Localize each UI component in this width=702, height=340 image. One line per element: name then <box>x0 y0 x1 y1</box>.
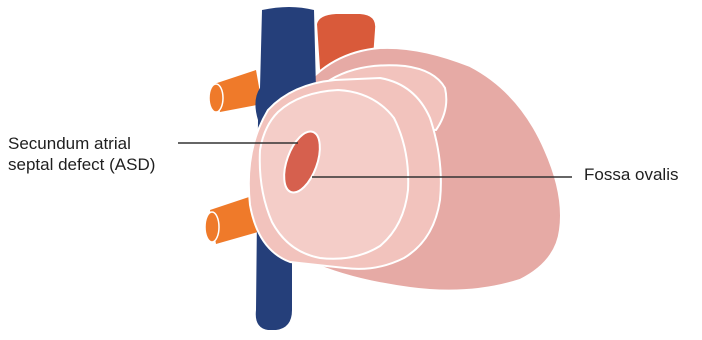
asd-label-line-1: Secundum atrial <box>8 134 131 153</box>
fossa-ovalis-label: Fossa ovalis <box>584 164 678 185</box>
asd-label: Secundum atrial septal defect (ASD) <box>8 133 155 175</box>
atrial-septum-face <box>260 90 408 259</box>
pulmonary-vein-upper <box>209 70 262 112</box>
asd-label-line-2: septal defect (ASD) <box>8 155 155 174</box>
